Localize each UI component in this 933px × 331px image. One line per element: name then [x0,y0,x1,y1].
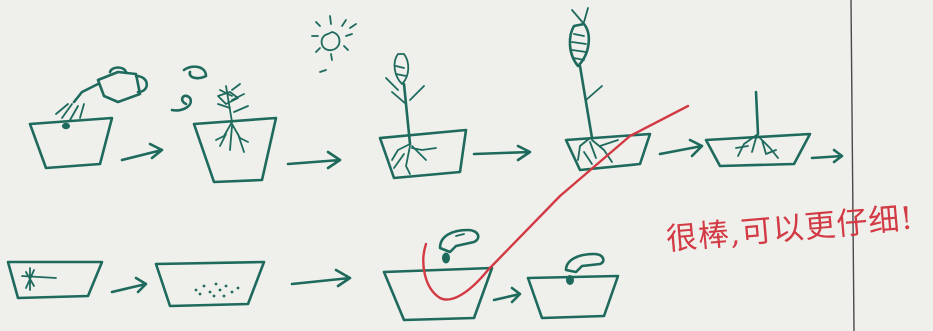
arrow-8 [494,288,520,302]
arrow-3 [474,146,530,160]
pot-1 [30,118,112,168]
sprout-icon [172,67,248,152]
step-ripe-grain [566,8,650,170]
step-harvested-stubble [706,92,810,166]
arrow-5 [812,150,842,162]
paper-margin-line [851,0,854,331]
tray-3 [384,268,492,320]
sun-icon [312,16,356,72]
step-sprouting [172,67,276,182]
seeds-icon [195,283,240,298]
hand-watering-icon [440,230,478,264]
step-growing-stem [380,54,466,178]
soil-tray-icon [22,268,56,290]
ripe-wheat-icon [570,8,618,164]
wheat-plant-icon [386,54,436,174]
arrow-4 [660,140,702,156]
pot-3 [380,130,466,178]
pot-5 [706,134,810,166]
step-seed-watered [528,254,618,318]
watered-seed-icon [566,254,603,285]
arrow-2 [288,152,340,168]
step-watering-hand [384,230,492,320]
step-soil-prep [8,262,102,298]
tray-1 [8,262,102,298]
step-sowing-seeds [156,262,264,306]
stubble-icon [736,92,778,158]
tray-2 [156,262,264,306]
seed-dot [62,123,70,129]
arrow-7 [292,270,350,286]
arrow-1 [122,144,162,160]
watering-can-icon [56,68,147,121]
arrow-6 [112,278,146,292]
step-watering [30,68,147,169]
